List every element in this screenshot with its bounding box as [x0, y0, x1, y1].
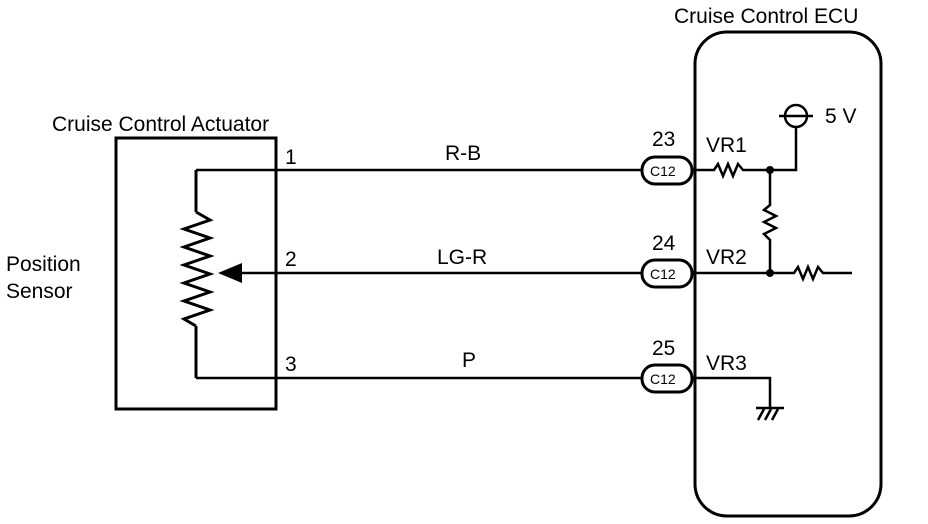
- ecu-title: Cruise Control ECU: [674, 5, 858, 28]
- wire-color-1: R-B: [445, 142, 481, 165]
- ecu-pin-23: 23: [652, 128, 675, 151]
- junction-dot-vr1: [766, 166, 774, 174]
- svg-text:C12: C12: [650, 371, 676, 387]
- svg-text:C12: C12: [650, 163, 676, 179]
- signal-vr1: VR1: [706, 134, 747, 157]
- connector-c12-pin25: C12: [640, 363, 694, 394]
- sensor-label-line1: Position: [6, 253, 81, 276]
- actuator-title: Cruise Control Actuator: [52, 113, 269, 136]
- connector-c12-pin23: C12: [640, 155, 694, 186]
- pin-3: 3: [285, 353, 297, 376]
- ecu-pin-25: 25: [652, 337, 675, 360]
- svg-text:C12: C12: [650, 266, 676, 282]
- wire-color-3: P: [462, 349, 476, 372]
- signal-vr3: VR3: [706, 352, 747, 375]
- pin-2: 2: [285, 248, 297, 271]
- supply-voltage: 5 V: [825, 105, 857, 128]
- position-sensor-potentiometer: [179, 170, 215, 378]
- ecu-pin-24: 24: [652, 232, 676, 255]
- wiper-arrow: [218, 263, 242, 283]
- wire-color-2: LG-R: [437, 246, 487, 269]
- junction-dot-vr2: [766, 269, 774, 277]
- wires: [196, 168, 648, 380]
- ecu-internal-circuit: [692, 103, 852, 421]
- pin-1: 1: [285, 146, 297, 169]
- signal-vr2: VR2: [706, 246, 747, 269]
- sensor-label-line2: Sensor: [6, 280, 73, 303]
- connector-c12-pin24: C12: [640, 258, 694, 289]
